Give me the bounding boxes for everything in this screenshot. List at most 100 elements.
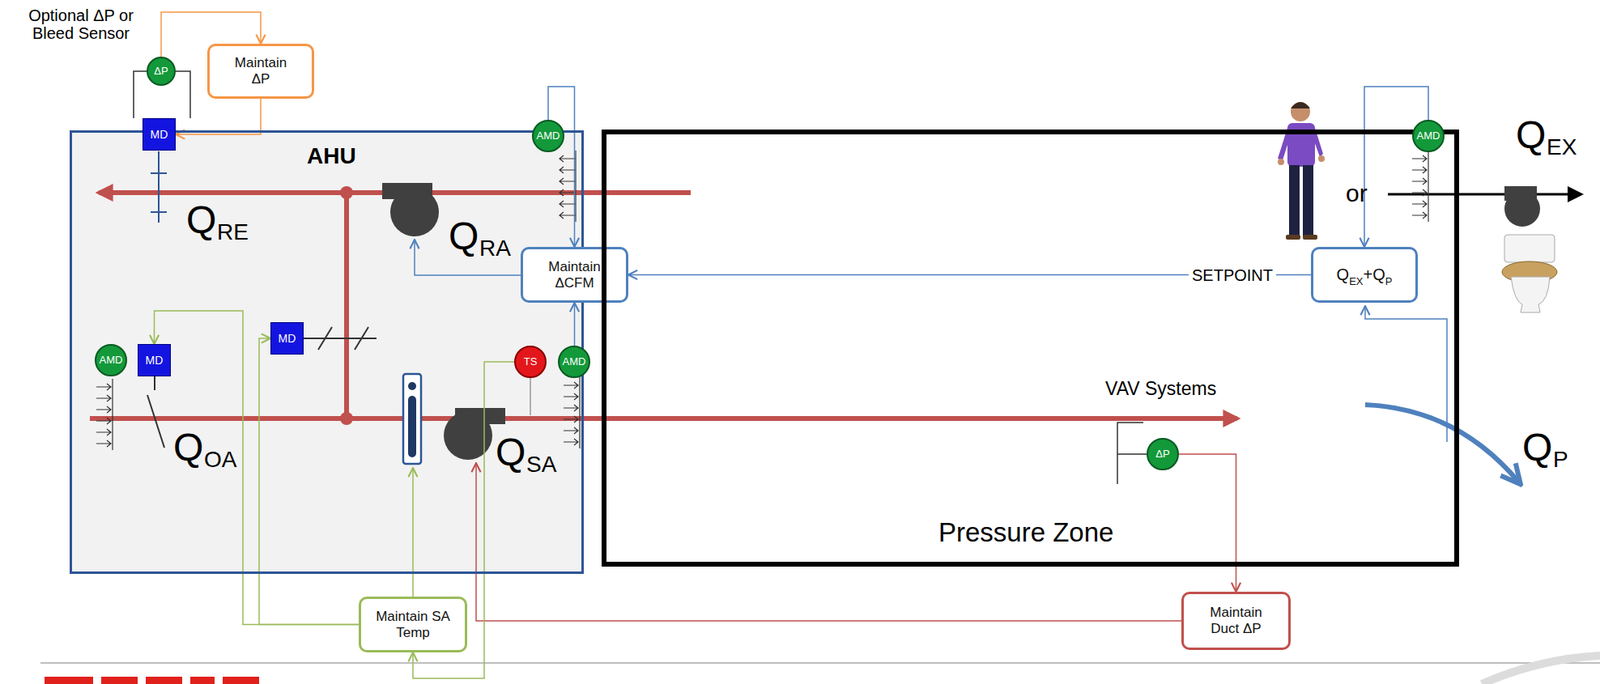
toilet-icon — [1502, 234, 1558, 313]
damper — [147, 151, 377, 448]
edge-label: SETPOINT — [1188, 266, 1277, 285]
node-label: +Q — [1362, 265, 1385, 284]
node-text: AMD — [562, 356, 587, 369]
person-figure — [1290, 102, 1311, 109]
leakage-arrow — [1365, 404, 1520, 483]
controller-box: Maintain SA Temp — [358, 596, 468, 653]
duct — [89, 416, 1238, 422]
damper — [303, 327, 377, 350]
control-signal — [175, 98, 261, 135]
pressure-sensor: ΔP — [146, 56, 176, 86]
node-label: Q — [1336, 265, 1350, 284]
footer — [40, 655, 1600, 684]
duct — [340, 412, 354, 426]
airflow-louver — [96, 378, 113, 451]
motorized-damper: MD — [142, 118, 176, 151]
duct — [344, 192, 349, 419]
node-label: MD — [145, 353, 164, 367]
node-label: Maintain ΔCFM — [548, 259, 600, 291]
node-heading: Pressure Zone — [938, 518, 1114, 548]
control-line — [412, 468, 414, 597]
node-heading: AHU — [306, 144, 357, 170]
control-signal — [573, 302, 575, 346]
damper — [147, 376, 165, 448]
node-label: AMD — [562, 355, 587, 368]
controller-box: Maintain Duct ΔP — [1181, 591, 1291, 651]
node-text: MD — [145, 353, 164, 367]
flow-subscript: OA — [204, 447, 237, 473]
flow-subscript: EX — [1546, 135, 1577, 161]
node-label: ΔP — [153, 64, 168, 77]
airflow-station: AMD — [94, 344, 128, 377]
airflow-louver — [563, 377, 580, 449]
coil — [403, 374, 422, 464]
node-text: MD — [278, 331, 297, 345]
airflow-louver — [1412, 150, 1429, 222]
supply-fan — [443, 411, 493, 460]
note: Optional ΔP or Bleed Sensor — [8, 6, 154, 43]
airflow-station: AMD — [557, 345, 591, 379]
control-signal — [259, 338, 359, 626]
exhaust-fan — [1504, 191, 1541, 227]
pressure-zone: Pressure Zone ΔP QEX+QP AMD — [601, 129, 1460, 567]
ahu-housing: AHU AMD AMD MD MD TS AMD — [69, 130, 584, 575]
control-signal — [1364, 86, 1429, 247]
node-text: AMD — [1417, 130, 1441, 143]
node-label: AMD — [536, 129, 561, 142]
exhaust-arrow — [1387, 193, 1581, 196]
node-label: P — [1385, 275, 1393, 288]
control-signal — [154, 310, 360, 626]
return-fan — [390, 187, 439, 237]
coil — [403, 374, 422, 464]
control-signal — [548, 86, 575, 247]
node-label: EX — [1348, 275, 1363, 288]
person-figure — [1302, 234, 1318, 240]
ahu-background — [69, 130, 584, 575]
person-figure — [1302, 165, 1314, 237]
flow-symbol: Q — [448, 215, 479, 259]
node-text: MD — [150, 127, 169, 141]
footer — [101, 676, 138, 684]
person-figure — [1318, 155, 1325, 162]
person-figure — [1289, 165, 1300, 237]
duct — [340, 186, 354, 200]
controller-box: Maintain ΔP — [207, 43, 315, 99]
airflow-louver — [96, 150, 1429, 451]
person-figure — [1285, 234, 1301, 240]
controller-box: Maintain ΔCFM — [520, 246, 629, 303]
node-label: Maintain Duct ΔP — [1209, 604, 1262, 637]
node-label: TS — [523, 355, 538, 368]
toilet-icon — [1504, 234, 1555, 263]
node-text: ΔP — [153, 65, 168, 78]
footer — [44, 676, 94, 684]
person-figure — [1277, 158, 1285, 166]
flow-subscript: P — [1553, 447, 1569, 473]
node-text: Maintain SA Temp — [375, 608, 451, 641]
node-text: AMD — [99, 354, 124, 367]
node-label: AMD — [1417, 129, 1441, 142]
flow-subscript: RA — [479, 236, 511, 262]
return-fan — [382, 182, 439, 237]
motorized-damper: MD — [137, 344, 171, 377]
footer — [145, 676, 183, 684]
node-label: Maintain SA Temp — [375, 608, 451, 641]
flow-symbol: Q — [186, 199, 217, 243]
duct-label: VAV Systems — [1105, 378, 1217, 400]
person-figure — [1290, 102, 1311, 122]
damper — [150, 151, 167, 223]
flow-subscript: RE — [217, 220, 249, 246]
exhaust-fan — [1504, 186, 1541, 227]
conjunction: or — [1345, 179, 1368, 207]
person-figure — [1277, 102, 1325, 240]
pressure-sensor: ΔP — [1146, 438, 1179, 471]
flow-symbol: Q — [495, 431, 526, 475]
footer — [1481, 655, 1600, 684]
motorized-damper: MD — [270, 322, 304, 355]
flow-symbol: Q — [1515, 114, 1546, 158]
flow-symbol: Q — [173, 426, 204, 470]
control-signal — [1178, 454, 1237, 592]
